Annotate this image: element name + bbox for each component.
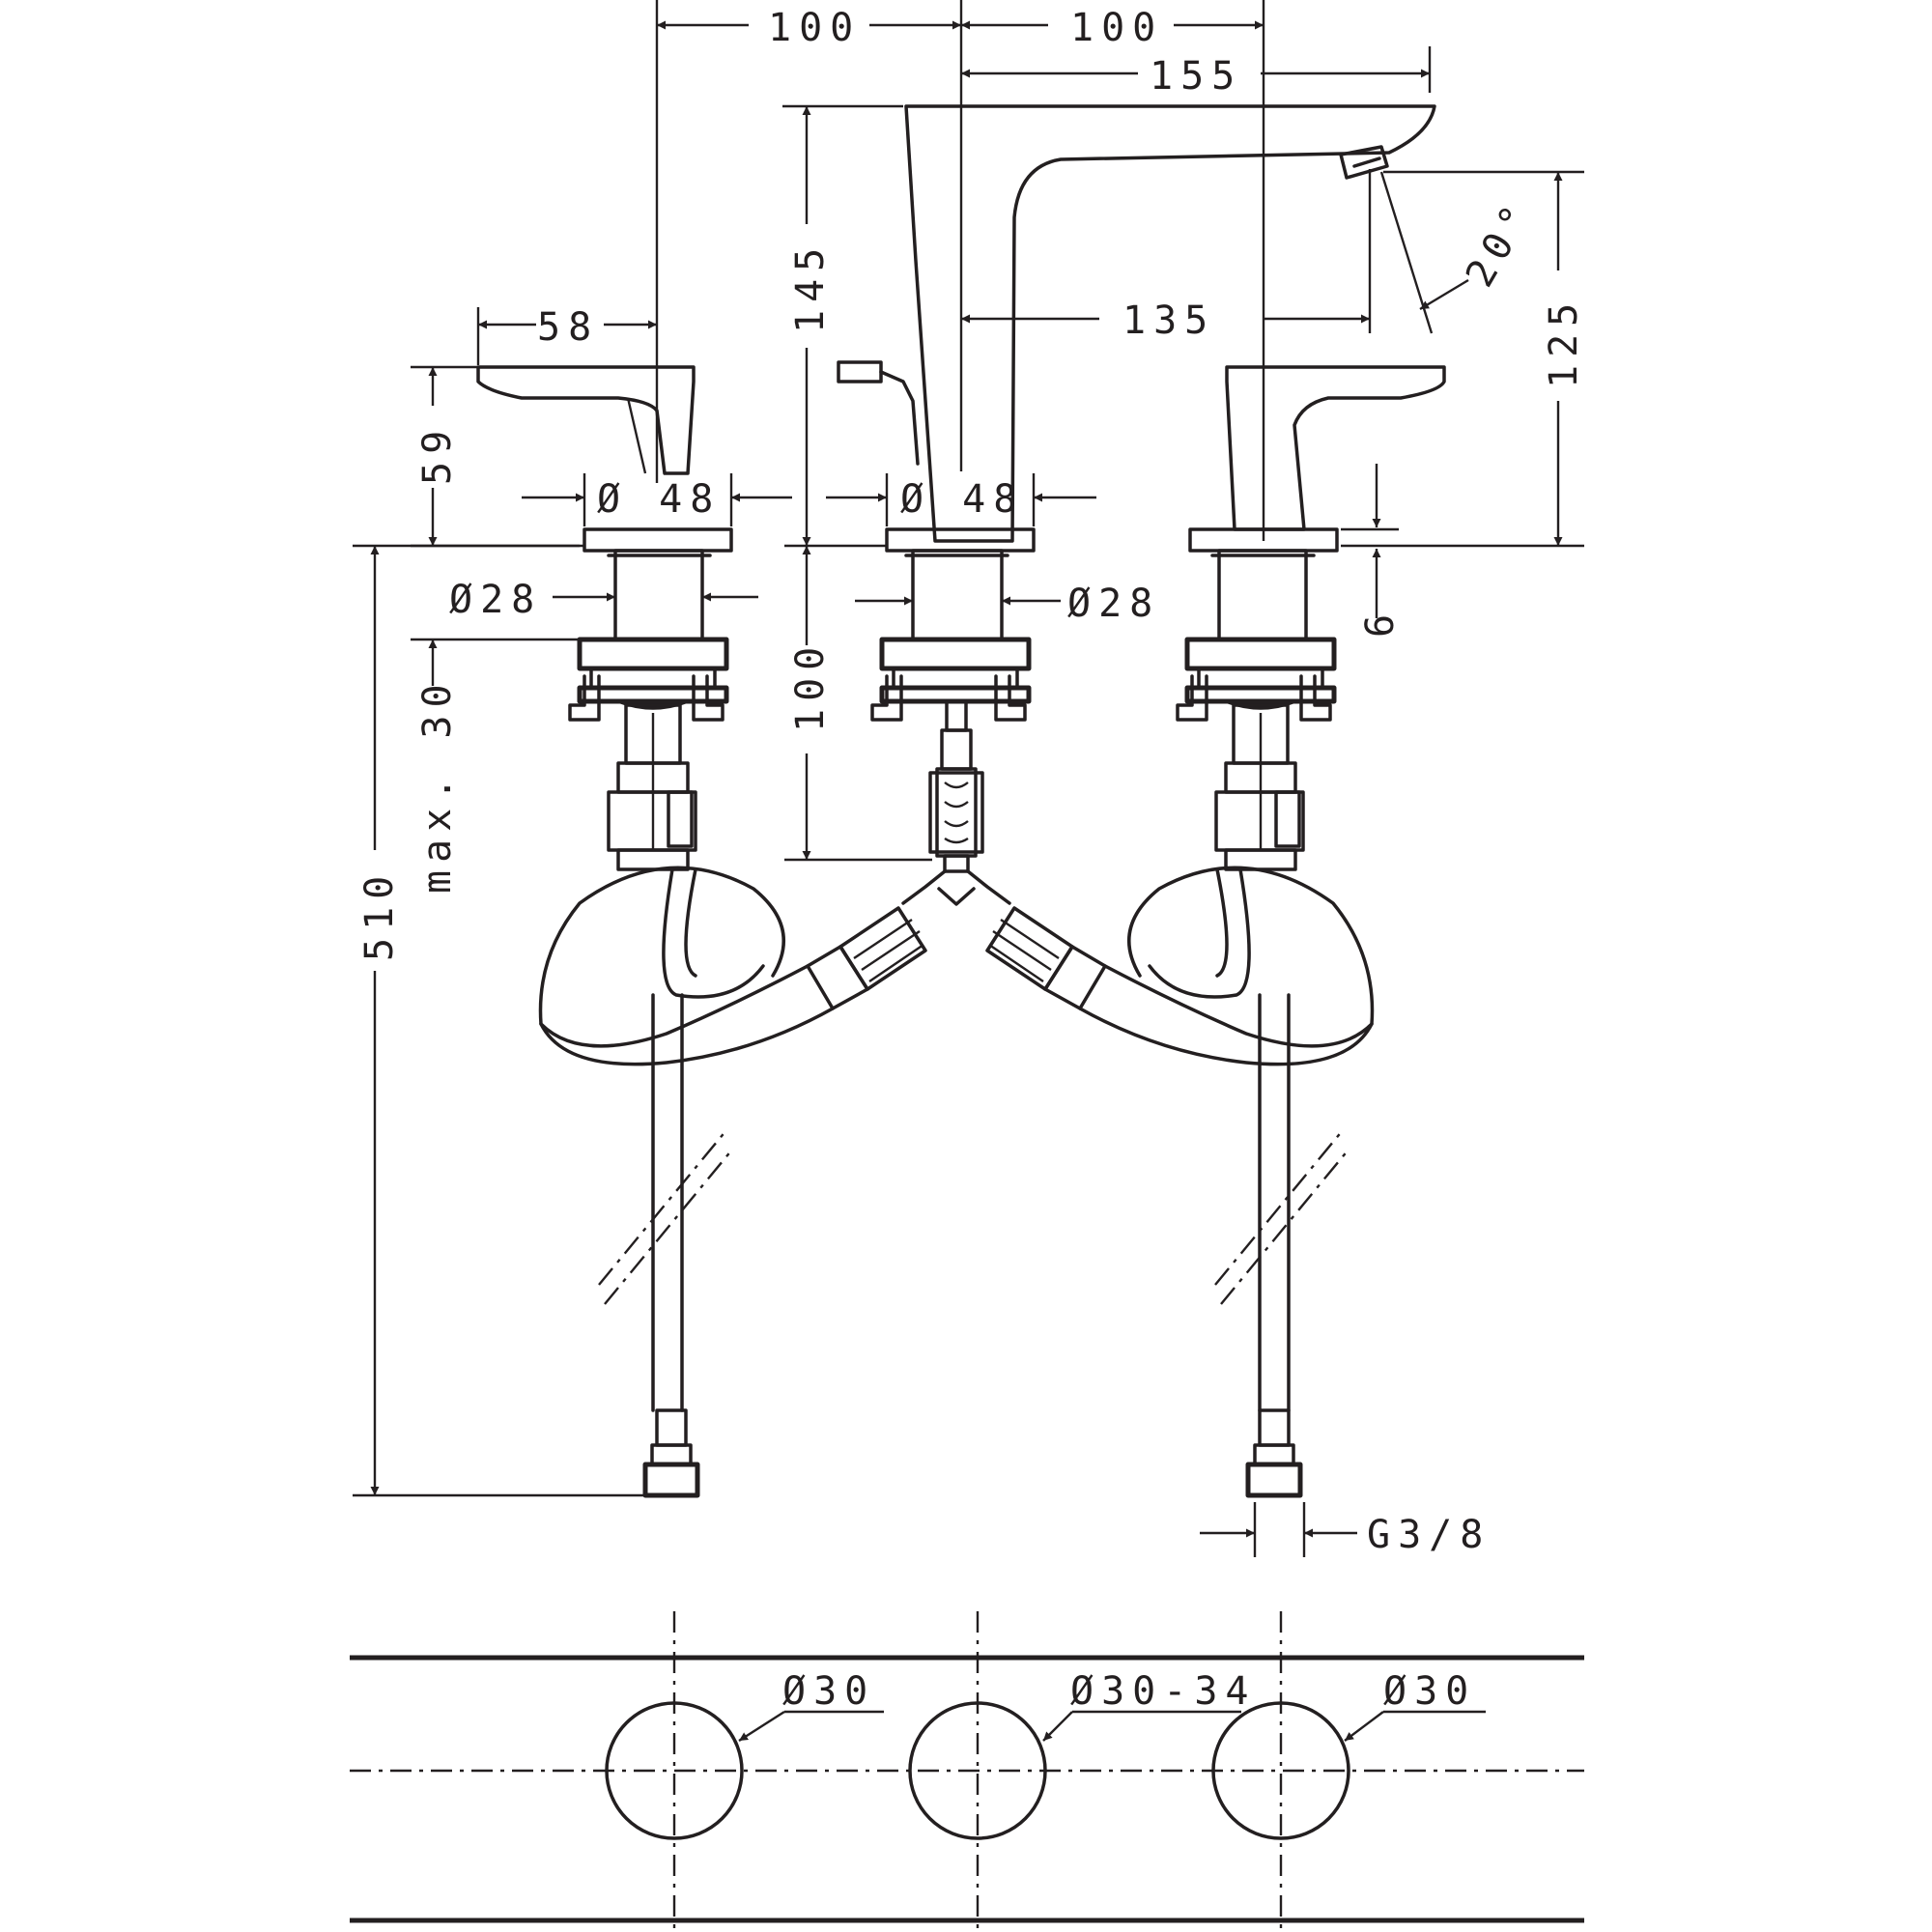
dimension-outlet-reach: 135 xyxy=(961,169,1372,343)
dim-rosette-height: 6 xyxy=(1358,607,1403,638)
dim-escutcheon-left: Ø 48 xyxy=(597,477,721,522)
dim-shank-left: Ø28 xyxy=(449,578,542,622)
dimension-shank: Ø28 Ø28 xyxy=(449,578,1160,626)
dim-handle-length: 58 xyxy=(537,305,599,350)
dim-outlet-height: 125 xyxy=(1542,296,1586,388)
valve-body-right xyxy=(1176,637,1337,871)
handle-right xyxy=(1188,365,1446,641)
dimension-body-depth: 100 xyxy=(784,546,932,862)
dim-hole-center: Ø30-34 xyxy=(1070,1669,1257,1714)
hole-center xyxy=(908,1701,1047,1840)
break-mark-right xyxy=(1214,1129,1350,1305)
dimension-spray-angle: 20° xyxy=(1379,171,1543,334)
hose-connector-right xyxy=(985,906,1107,1010)
hole-plan: Ø30 Ø30-34 Ø30 xyxy=(350,1611,1584,1932)
break-mark-left xyxy=(598,1129,733,1305)
hose-connector-left xyxy=(806,906,927,1010)
dimension-handle-length: 58 xyxy=(476,305,657,365)
hole-left xyxy=(605,1701,744,1840)
spout xyxy=(837,104,1436,543)
hose-coil-left xyxy=(538,866,835,1412)
dimension-deck-thickness: max. 30 xyxy=(411,638,580,894)
hole-right xyxy=(1211,1701,1350,1840)
dim-handle-height: 59 xyxy=(415,423,460,485)
dim-outlet-reach: 135 xyxy=(1122,298,1215,343)
dim-spout-reach: 155 xyxy=(1150,54,1242,99)
dim-deck-thickness: max. 30 xyxy=(415,676,460,894)
dimension-rosette-height: 6 xyxy=(1341,464,1403,638)
dim-spray-angle: 20° xyxy=(1458,192,1543,295)
dimension-outlet-height: 125 xyxy=(1341,170,1586,548)
dim-hose-length: 510 xyxy=(357,868,402,961)
dimension-connection-thread: G3/8 xyxy=(1200,1502,1491,1557)
escutcheon-center xyxy=(885,527,1036,641)
dim-spout-height: 145 xyxy=(788,241,833,333)
hose-coil-right xyxy=(1078,866,1375,1412)
dim-body-depth: 100 xyxy=(788,639,833,732)
dim-spacing-left: 100 xyxy=(768,6,861,50)
dim-shank-center: Ø28 xyxy=(1067,582,1160,626)
valve-body-left xyxy=(568,637,729,871)
dim-escutcheon-center: Ø 48 xyxy=(900,477,1024,522)
dimension-spout-height: 145 xyxy=(782,104,903,548)
dim-hole-left: Ø30 xyxy=(782,1669,875,1714)
dim-hole-right: Ø30 xyxy=(1383,1669,1476,1714)
dimension-spout-reach: 155 xyxy=(961,46,1432,99)
valve-body-center xyxy=(870,637,1032,906)
dimension-escutcheon: Ø 48 Ø 48 xyxy=(522,473,1096,526)
dimension-handle-height: 59 xyxy=(411,365,584,548)
dimension-hose-length: 510 xyxy=(353,544,645,1497)
dimension-spacing: 100 100 xyxy=(655,0,1265,541)
dim-connection-thread: G3/8 xyxy=(1367,1513,1491,1557)
hose-fitting-right xyxy=(1245,1408,1303,1498)
dim-spacing-right: 100 xyxy=(1070,6,1163,50)
hose-fitting-left xyxy=(642,1408,700,1498)
